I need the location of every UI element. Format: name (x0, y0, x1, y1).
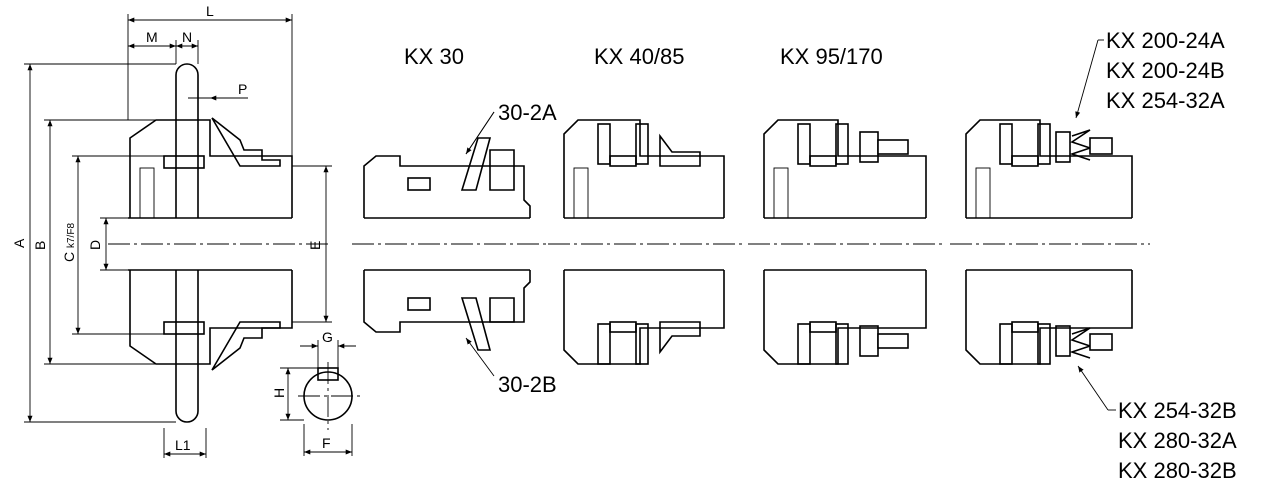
callout-bottom-2: KX 280-32A (1118, 428, 1237, 453)
dim-P: P (238, 81, 247, 97)
callout-top-3: KX 254-32A (1106, 88, 1225, 113)
label-kx30: KX 30 (404, 44, 464, 69)
dim-G: G (322, 329, 333, 345)
callout-30-2B: 30-2B (498, 372, 557, 397)
dim-C: C (61, 252, 77, 262)
dim-L: L (206, 3, 214, 19)
dim-E: E (307, 241, 323, 250)
callout-top-1: KX 200-24A (1106, 28, 1225, 53)
main-view: L M N P A B C k7/F8 D E L1 (11, 3, 332, 458)
callout-top-2: KX 200-24B (1106, 58, 1225, 83)
dim-N: N (182, 29, 192, 45)
dim-D: D (87, 240, 103, 250)
view-kx30: KX 30 30-2A 30-2B (352, 44, 557, 397)
dim-F: F (322, 435, 331, 451)
hub-body (129, 119, 293, 365)
dim-B: B (32, 241, 48, 250)
callout-bottom-1: KX 254-32B (1118, 398, 1237, 423)
keyway-detail: G H F (271, 329, 360, 456)
dim-M: M (146, 29, 158, 45)
dim-A: A (11, 238, 27, 248)
label-kx40-85: KX 40/85 (594, 44, 685, 69)
callout-30-2A: 30-2A (498, 100, 557, 125)
view-kx40-85: KX 40/85 (548, 44, 744, 365)
view-kx200-280: KX 200-24A KX 200-24B KX 254-32A KX 254-… (950, 28, 1237, 483)
callout-bottom-3: KX 280-32B (1118, 458, 1237, 483)
view-kx95-170: KX 95/170 (748, 44, 944, 365)
set-screw (139, 167, 155, 219)
label-kx95-170: KX 95/170 (780, 44, 883, 69)
dim-H: H (271, 388, 287, 398)
dim-L1: L1 (175, 437, 191, 453)
dim-C-tolerance: k7/F8 (66, 223, 77, 248)
